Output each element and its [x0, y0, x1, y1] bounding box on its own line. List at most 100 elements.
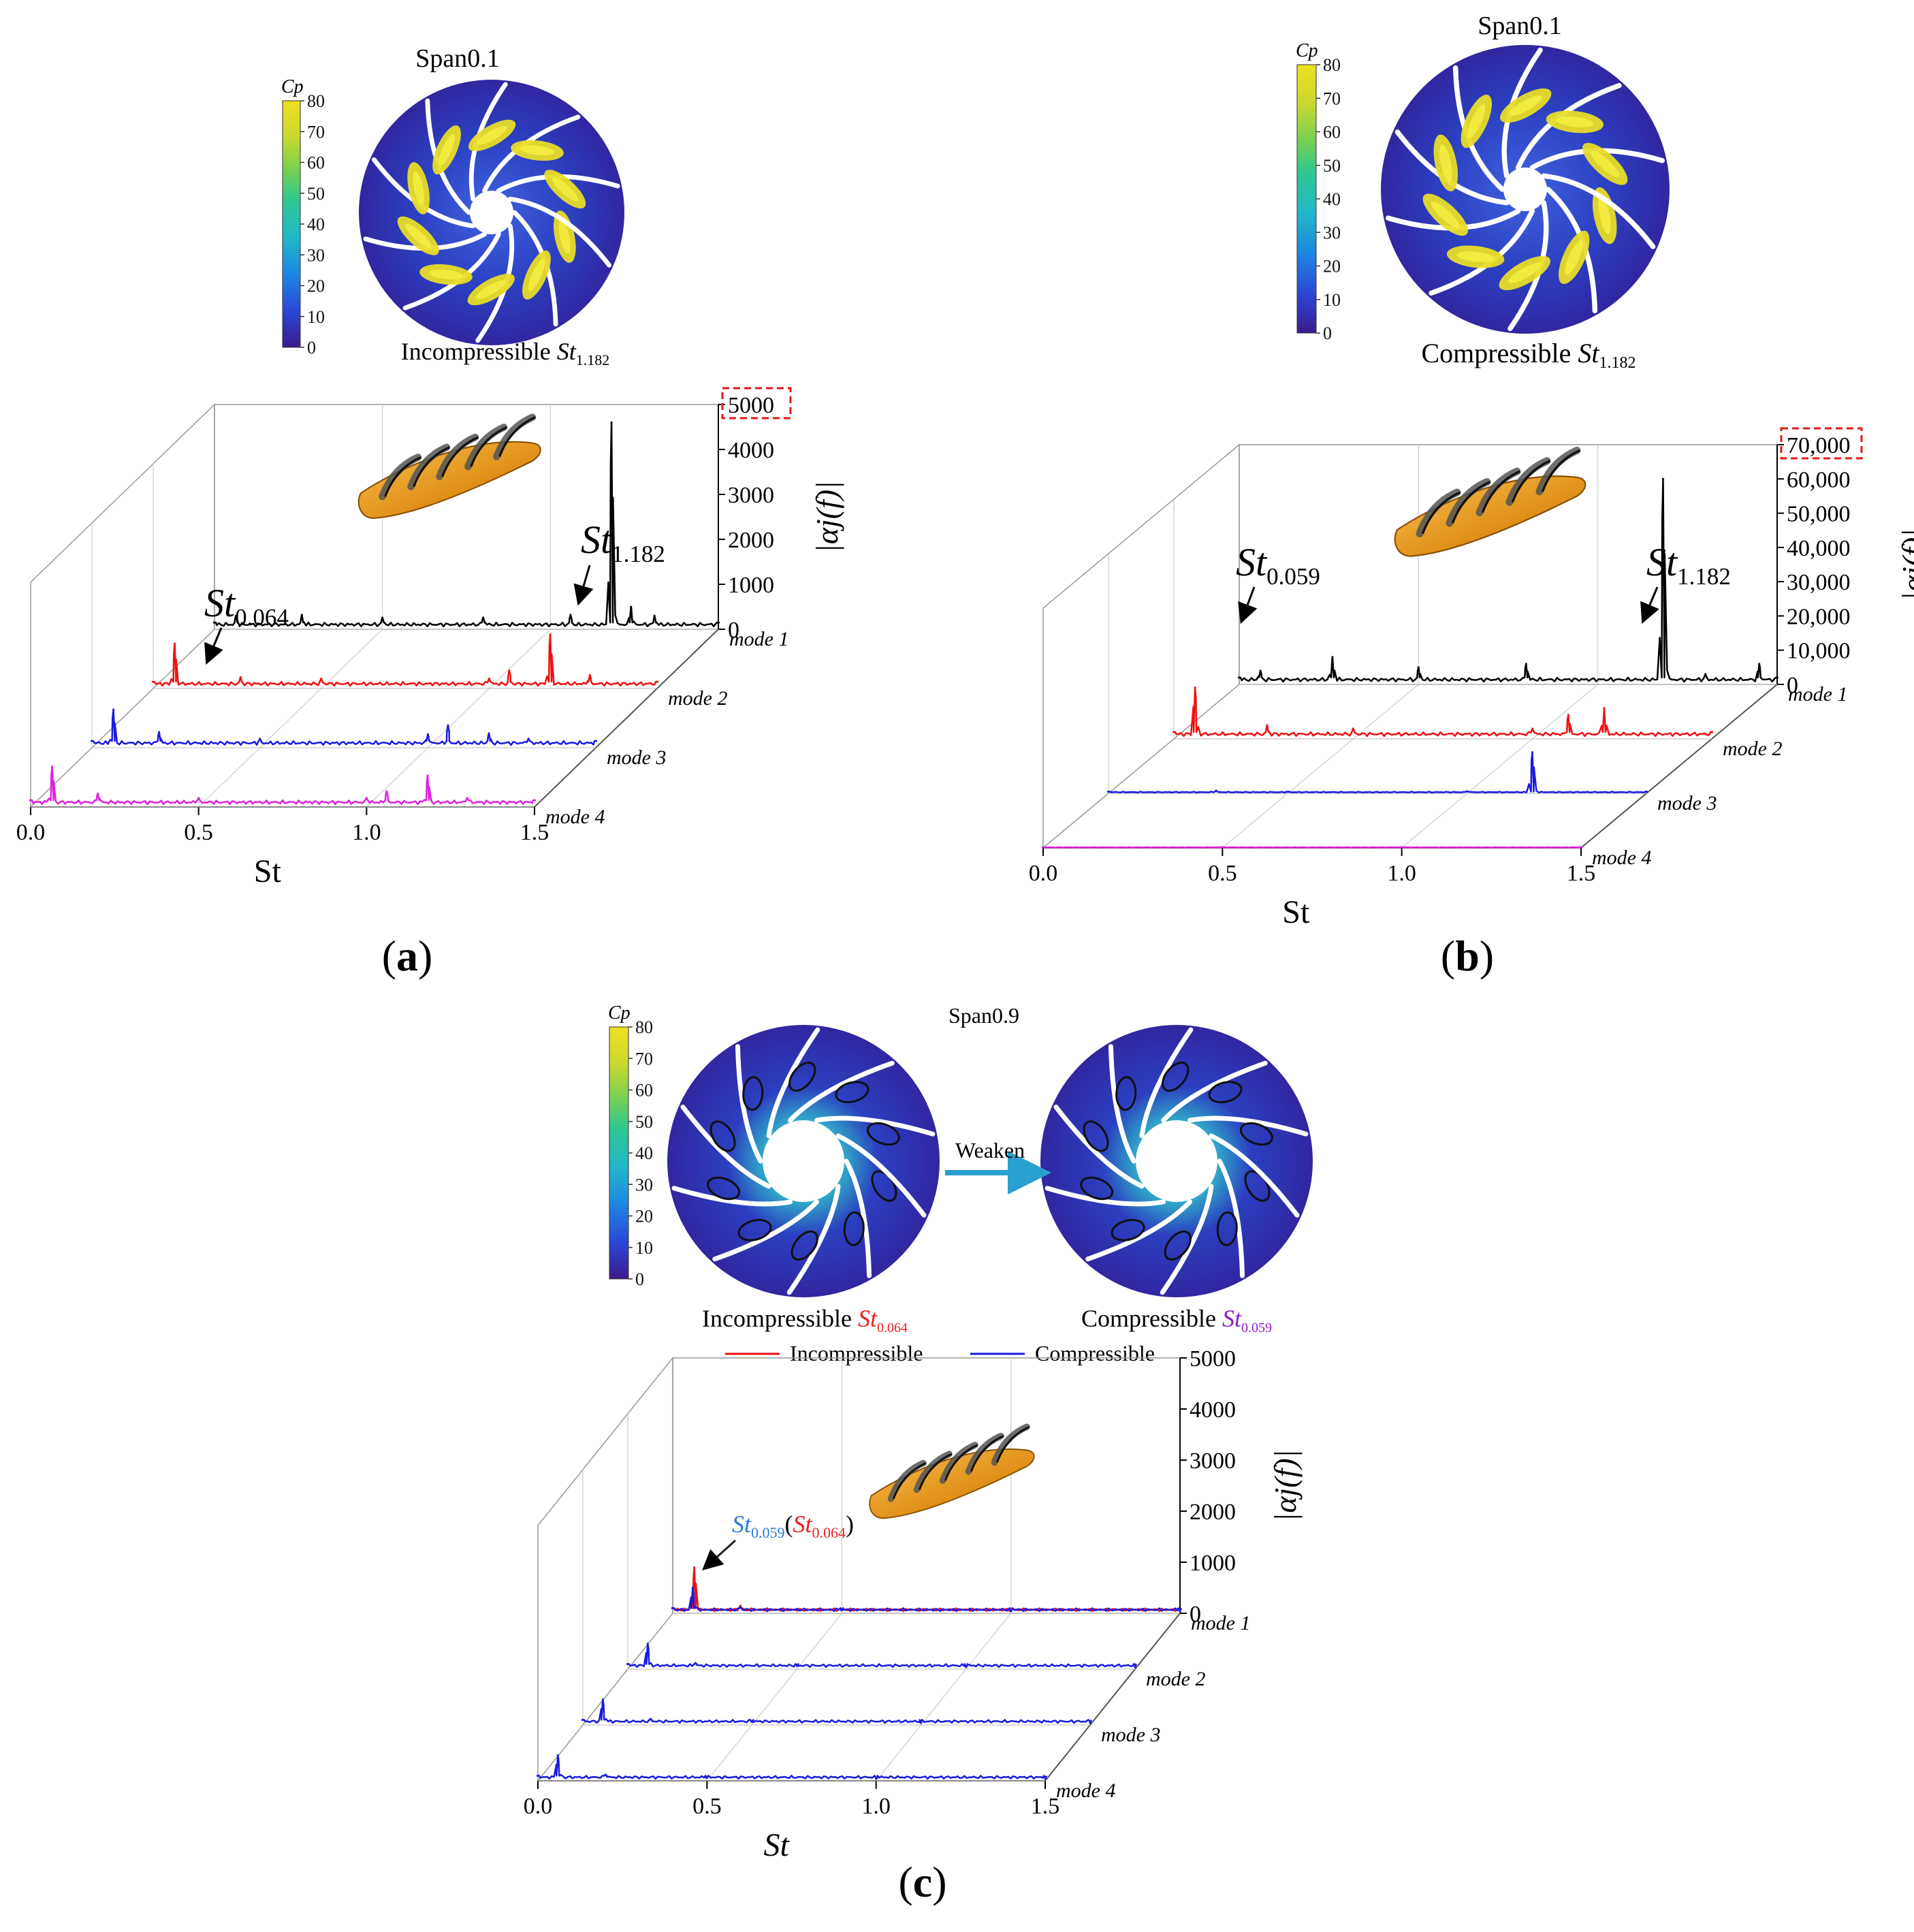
c-colorbar-label: 40 — [635, 1143, 653, 1163]
c-left-blade — [814, 1115, 936, 1137]
b-colorbar-label: 0 — [1323, 323, 1332, 343]
a-impeller-vane-edge — [441, 436, 479, 477]
c-left-blade — [735, 1044, 763, 1164]
c-weaken-label: Weaken — [955, 1138, 1025, 1162]
c-right-streamline-loop — [1083, 1120, 1109, 1152]
b-impeller-vane — [1505, 457, 1551, 506]
b-contour-label: Compressible St1.182 — [1421, 338, 1636, 372]
c-right-blade — [1209, 1133, 1300, 1218]
b-data-point — [1525, 663, 1527, 665]
c-caption-open: ( — [898, 1858, 912, 1906]
b-contour-label-sub: 1.182 — [1599, 354, 1636, 372]
b-colorbar-title: Cp — [1296, 40, 1318, 61]
b-data-point — [1259, 669, 1262, 672]
a-data-point — [174, 642, 176, 645]
c-colorbar-label: 80 — [635, 1017, 653, 1037]
c-caption: (c) — [898, 1858, 946, 1906]
c-data-point — [693, 1566, 696, 1568]
c-data-point — [1010, 1610, 1012, 1613]
b-colorbar-label: 20 — [1323, 257, 1341, 276]
b-mode-label: mode 3 — [1657, 792, 1717, 814]
b-impeller-vane-edge — [1451, 481, 1491, 524]
c-right-streamline-loop — [1208, 1081, 1243, 1104]
a-colorbar-label: 30 — [307, 245, 325, 265]
b-x-tick-label: 1.0 — [1387, 861, 1416, 886]
c-data-point — [1089, 1722, 1091, 1724]
c-x-tick-label: 1.0 — [861, 1794, 891, 1819]
a-data-point — [588, 674, 591, 676]
c-colorbar-label: 0 — [635, 1269, 644, 1289]
a-data-point — [549, 633, 552, 636]
c-left-streamline-loop — [737, 1218, 772, 1241]
a-annotation-1-var: St — [204, 581, 236, 625]
c-left-label: Incompressible St0.064 — [702, 1305, 908, 1335]
c-impeller-vane — [939, 1442, 978, 1484]
a-series-line-mode-4 — [29, 765, 536, 806]
b-series-line-mode-4 — [1042, 846, 1582, 849]
c-impeller-vane — [913, 1451, 953, 1493]
b-data-point — [1710, 731, 1713, 733]
b-series-line-mode-1 — [1238, 478, 1779, 683]
b-pressure-core — [1591, 151, 1620, 178]
c-data-point — [691, 1587, 694, 1589]
c-annotation-var2: St — [793, 1510, 813, 1538]
b-caption: (b) — [1441, 932, 1494, 980]
c-left-blade — [766, 1027, 820, 1139]
c-left-blade — [844, 1158, 872, 1278]
c-left-blade — [671, 1186, 793, 1207]
c-impeller-vane-edge — [995, 1425, 1030, 1463]
b-x-tick-label: 0.0 — [1029, 861, 1058, 886]
c-colorbar-gradient — [609, 1026, 629, 1280]
b-data-point — [1352, 727, 1354, 730]
c-right-blade — [1085, 1199, 1192, 1262]
c-data-point — [739, 1606, 741, 1609]
a-colorbar-gradient — [282, 100, 301, 348]
a-data-point — [527, 738, 530, 740]
a-impeller-vane — [436, 433, 479, 481]
b-z-tick-label: 60,000 — [1787, 467, 1851, 492]
a-impeller-3d-model-icon — [357, 413, 541, 519]
c-impeller-vane-edge — [944, 1444, 978, 1481]
c-impeller-vane — [887, 1459, 927, 1502]
c-data-point — [601, 1698, 604, 1700]
a-pressure-core — [520, 145, 555, 156]
c-colorbar-label: 20 — [635, 1207, 653, 1226]
c-annotation-var1: St — [732, 1510, 752, 1538]
c-right-blade — [1053, 1105, 1145, 1189]
a-data-point — [112, 708, 115, 711]
a-mode-label: mode 3 — [607, 746, 666, 769]
c-right-hub — [1136, 1120, 1217, 1202]
a-data-point — [508, 669, 511, 672]
b-mode-label: mode 2 — [1723, 738, 1782, 760]
a-annotation-1-pointer-arrow — [204, 627, 223, 665]
b-data-point — [1215, 789, 1217, 792]
b-data-point — [1042, 846, 1044, 849]
c-z-axis-title: |αj(f)| — [1268, 1450, 1303, 1522]
c-right-streamline-loop — [1080, 1176, 1114, 1201]
a-caption-letter: a — [396, 932, 418, 980]
a-pressure-core — [428, 269, 464, 280]
a-data-point — [569, 614, 572, 616]
a-data-point — [466, 797, 468, 799]
a-colorbar-label: 0 — [307, 338, 316, 358]
a-series-line-mode-3 — [91, 708, 597, 746]
c-colorbar-title: Cp — [608, 1002, 631, 1024]
c-right-blade — [1217, 1158, 1245, 1278]
b-impeller-vane-edge — [1421, 491, 1461, 535]
a-data-point — [381, 616, 384, 619]
c-left-label-sub: 0.064 — [877, 1320, 908, 1335]
a-contour-label-prefix: Incompressible — [401, 338, 557, 365]
c-data-point — [965, 1666, 968, 1668]
b-pressure-core — [1598, 197, 1611, 234]
b-data-point — [1221, 846, 1224, 849]
a-annotation-2-pointer-arrow — [573, 565, 594, 606]
b-x-tick-label: 1.5 — [1567, 861, 1596, 886]
c-z-tick-label: 3000 — [1190, 1448, 1236, 1474]
a-z-tick-label: 2000 — [728, 528, 774, 553]
c-data-point — [705, 1777, 708, 1779]
a-hub — [470, 191, 513, 234]
a-annotation-2-var: St — [581, 518, 613, 562]
